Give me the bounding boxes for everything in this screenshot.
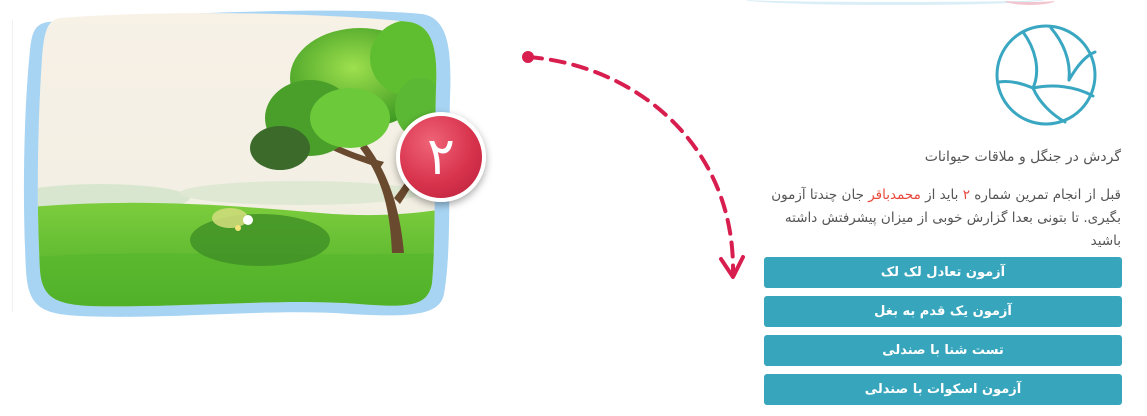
description-text: قبل از انجام تمرین شماره (969, 187, 1121, 203)
test-button-chair-squat[interactable]: آزمون اسکوات با صندلی (764, 374, 1122, 405)
test-button-chair-pushup[interactable]: تست شنا با صندلی (764, 335, 1122, 366)
child-name: محمدباقر (868, 187, 921, 203)
test-button-stork-balance[interactable]: آزمون تعادل لک لک (764, 257, 1122, 288)
description-text: باید از (920, 187, 963, 203)
beach-ball-icon (995, 24, 1097, 126)
test-button-side-step[interactable]: آزمون یک قدم به بغل (764, 296, 1122, 327)
dashed-arrow-icon (522, 51, 745, 279)
step-number-badge: ۲ (396, 112, 486, 202)
lesson-illustration (20, 8, 452, 318)
divider (12, 20, 13, 312)
lesson-title: گردش در جنگل و ملاقات حیوانات (924, 149, 1121, 165)
lesson-description: قبل از انجام تمرین شماره ۲ باید از محمدب… (751, 184, 1121, 253)
exercise-number: ۲ (962, 187, 970, 203)
decorative-arc (745, 0, 1045, 5)
description-text: جان چندتا آزمون بگیری. تا بتونی بعدا گزا… (771, 187, 1121, 249)
decorative-arc-accent (1005, 0, 1055, 5)
